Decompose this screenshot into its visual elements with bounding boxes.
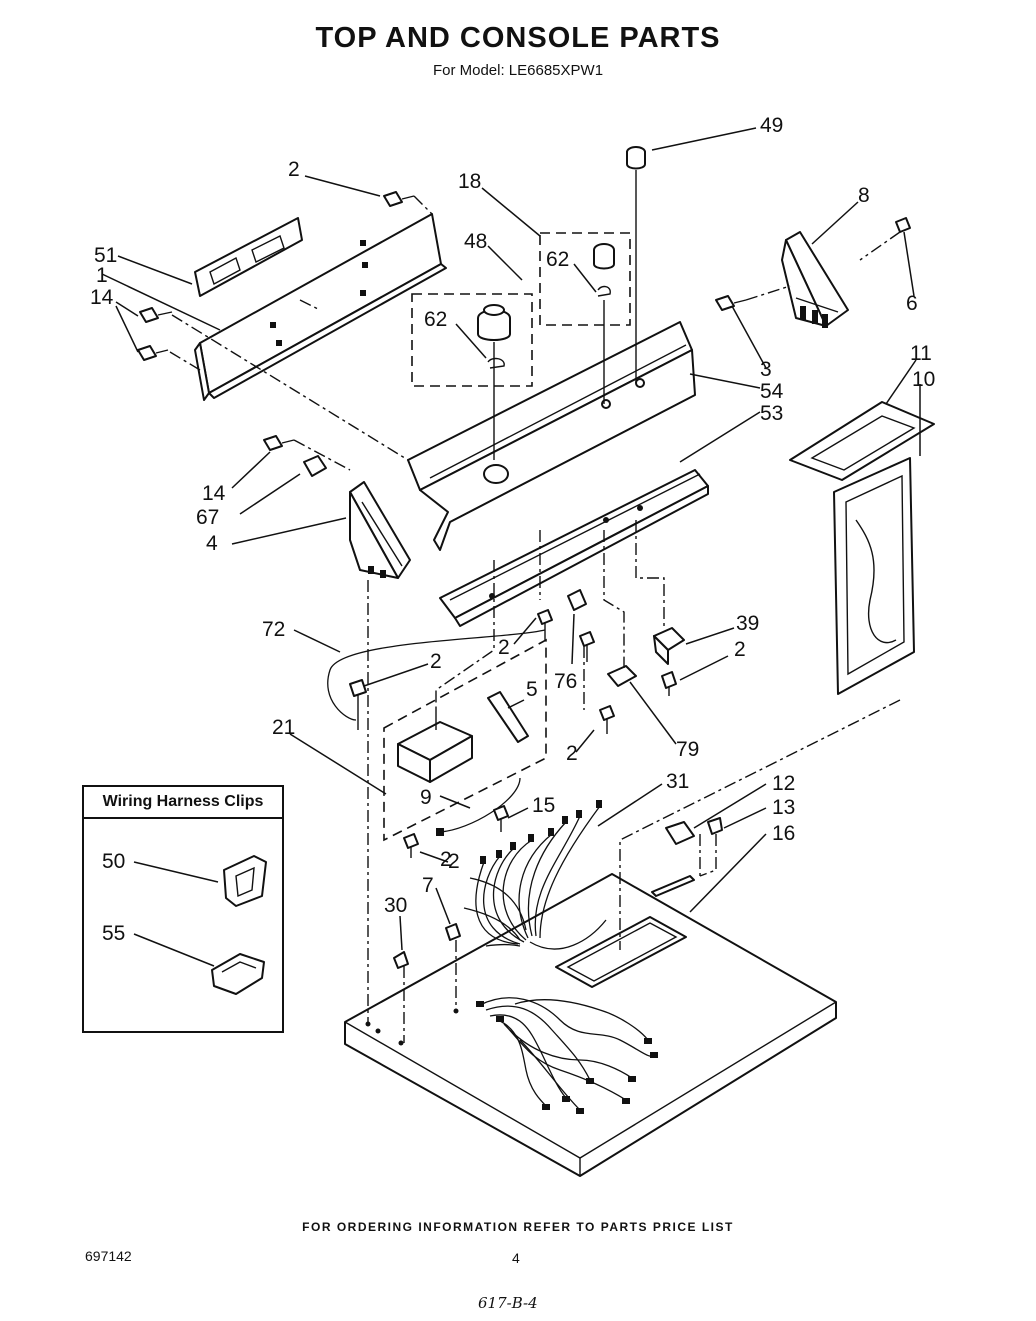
clip-55-icon <box>211 953 265 995</box>
callout-2-timer-base: 2 <box>448 850 460 873</box>
callout-15: 15 <box>532 794 555 817</box>
callout-53: 53 <box>760 402 783 425</box>
document-number: 697142 <box>85 1248 132 1264</box>
handwritten-note: 617-B-4 <box>478 1294 538 1312</box>
ordering-note: FOR ORDERING INFORMATION REFER TO PARTS … <box>302 1220 734 1234</box>
callout-21: 21 <box>272 716 295 739</box>
lint-screen <box>789 401 935 695</box>
callout-13: 13 <box>772 796 795 819</box>
timer-knob-group <box>411 293 533 460</box>
callout-62: 62 <box>424 308 447 331</box>
clip-50-icon <box>223 855 267 907</box>
callout-2-timer-screw: 2 <box>430 650 442 673</box>
control-bracket <box>194 217 303 297</box>
screws-middle <box>349 609 677 858</box>
screws-right <box>715 217 911 311</box>
callout-2-bottom: 2 <box>440 848 452 871</box>
callout-72: 72 <box>262 618 285 641</box>
inset-label-55: 55 <box>102 922 125 945</box>
callout-10: 10 <box>912 368 935 391</box>
screw-and-clip-left <box>263 435 327 477</box>
console-channel <box>439 469 709 627</box>
callout-2-lower: 2 <box>566 742 578 765</box>
model-subtitle: For Model: LE6685XPW1 <box>432 62 604 79</box>
callout-49: 49 <box>760 114 783 137</box>
callout-3: 3 <box>760 358 772 381</box>
callout-16: 16 <box>772 822 795 845</box>
screws-left <box>137 191 415 361</box>
callout-14-left: 14 <box>90 286 114 309</box>
leader-lines <box>101 127 921 951</box>
callout-76: 76 <box>554 670 577 693</box>
callout-31: 31 <box>666 770 689 793</box>
callout-62-top: 62 <box>546 248 569 271</box>
wire-harness-upper <box>463 800 607 950</box>
callout-labels: 49 2 18 8 51 48 1 62 6 14 62 3 54 53 11 … <box>90 114 935 917</box>
callout-9: 9 <box>420 786 432 809</box>
callout-67: 67 <box>196 506 219 529</box>
callout-8: 8 <box>858 184 870 207</box>
callout-4: 4 <box>206 532 218 555</box>
callout-2-channel-screw: 2 <box>498 636 510 659</box>
callout-2-right: 2 <box>734 638 746 661</box>
push-to-start-knob <box>626 146 646 383</box>
callout-79: 79 <box>676 738 699 761</box>
page-number: 4 <box>512 1250 520 1266</box>
end-cap-left <box>349 481 411 579</box>
callout-11: 11 <box>910 342 932 365</box>
callout-14: 14 <box>202 482 226 505</box>
callout-48: 48 <box>464 230 487 253</box>
console-panel <box>407 321 696 551</box>
callout-6: 6 <box>906 292 918 315</box>
page-title: TOP AND CONSOLE PARTS <box>315 22 721 54</box>
end-cap-right <box>781 231 849 328</box>
callout-12: 12 <box>772 772 795 795</box>
selector-knob-group <box>539 232 631 404</box>
callout-1: 1 <box>96 264 108 287</box>
console-back-panel <box>194 213 447 401</box>
callout-54: 54 <box>760 380 784 403</box>
callout-51: 51 <box>94 244 117 267</box>
timer-assembly <box>383 638 547 842</box>
top-panel <box>344 873 837 1177</box>
callout-18: 18 <box>458 170 481 193</box>
inset-label-50: 50 <box>102 850 125 873</box>
assembly-lines <box>169 195 901 1043</box>
callout-7: 7 <box>422 874 434 897</box>
callout-2: 2 <box>288 158 300 181</box>
callout-30: 30 <box>384 894 407 917</box>
inset-title: Wiring Harness Clips <box>102 793 264 810</box>
callout-5: 5 <box>526 678 538 701</box>
small-parts <box>393 589 723 969</box>
wire-harness-lower <box>476 997 658 1114</box>
callout-39: 39 <box>736 612 759 635</box>
wiring-harness-clips-inset: 50 55 <box>82 785 284 1033</box>
